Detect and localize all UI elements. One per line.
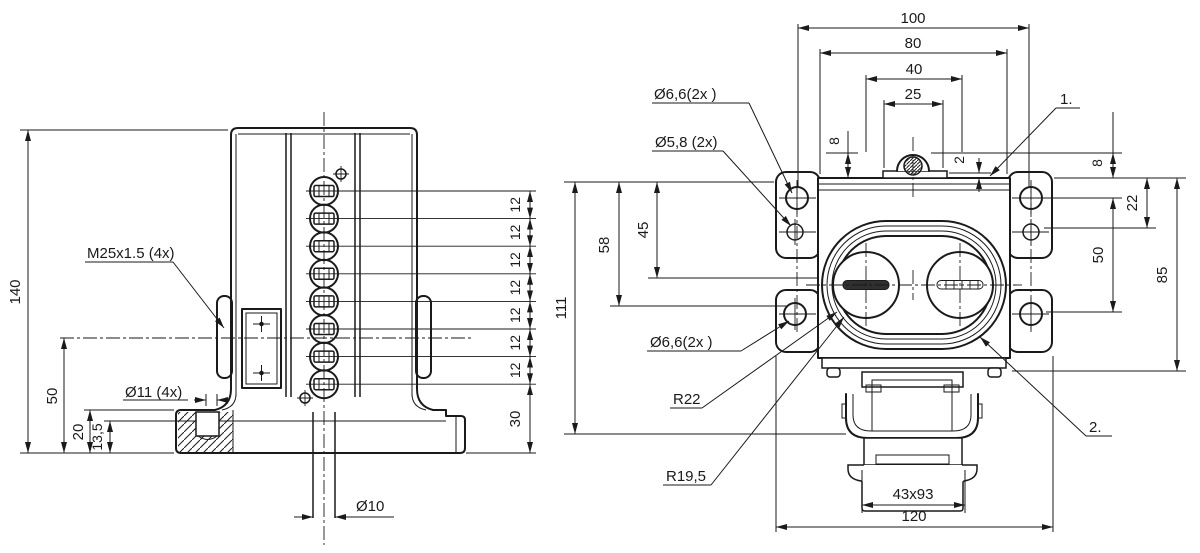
- label-d11: Ø11 (4x): [125, 384, 182, 401]
- right-view-centerlines: [779, 137, 1049, 332]
- bottom-plate: [821, 357, 1007, 369]
- dim-12-label: 12: [507, 280, 523, 296]
- dim-111-label: 111: [553, 297, 570, 320]
- flange-lobe-top-right: [1007, 171, 1053, 259]
- oval-contour-outer: [821, 220, 1007, 350]
- dim-12-label: 12: [507, 307, 523, 323]
- dim-12-label: 12: [507, 362, 523, 378]
- label-r195: R19,5: [666, 468, 706, 485]
- label-d66-top: Ø6,6(2x ): [654, 86, 717, 103]
- position-mark-top: [333, 166, 349, 182]
- dim-d10-label: Ø10: [356, 498, 384, 515]
- dim-12-label: 12: [507, 335, 523, 351]
- dim-45-label: 45: [635, 222, 652, 239]
- dim-85-label: 85: [1154, 267, 1171, 284]
- right-view-dimensions: 100 80 40 25 8 2 8: [553, 10, 1186, 532]
- terminal-screw: [306, 176, 536, 206]
- right-view: 100 80 40 25 8 2 8: [553, 10, 1186, 532]
- foot-left: [826, 367, 841, 378]
- fillet: [411, 393, 427, 411]
- left-view: 140 50 20 13,5 12 12 12 12 12 12 12: [7, 112, 536, 545]
- dim-13-5-label: 13,5: [89, 423, 105, 450]
- terminal-screw: [306, 258, 536, 289]
- dim-80-label: 80: [905, 35, 922, 52]
- position-mark-bottom: [297, 390, 313, 406]
- top-dome: [882, 154, 948, 179]
- foot-right: [987, 367, 1002, 378]
- terminal-screw: [306, 203, 536, 234]
- left-view-dimensions: 140 50 20 13,5 12 12 12 12 12 12 12: [7, 129, 536, 520]
- dim-2-label: 2: [951, 156, 967, 164]
- dim-58-label: 58: [596, 237, 613, 254]
- dim-50-label: 50: [44, 388, 61, 405]
- fillet: [221, 393, 237, 411]
- dim-30-label: 30: [507, 411, 524, 428]
- gland-boss-right: [415, 295, 432, 379]
- dim-20-label: 20: [70, 424, 87, 441]
- dim-12-label: 12: [507, 224, 523, 240]
- dim-100-label: 100: [900, 10, 925, 27]
- left-view-body-outline: [175, 127, 466, 454]
- label-d58: Ø5,8 (2x): [655, 134, 718, 151]
- dim-25-label: 25: [905, 86, 922, 103]
- dim-8-left-label: 8: [826, 137, 842, 145]
- right-view-leaders: Ø6,6(2x ) Ø5,8 (2x) Ø6,6(2x ) R22 R19,5 …: [647, 86, 1112, 486]
- dim-8-right-label: 8: [1089, 159, 1105, 167]
- callout-2-label: 2.: [1089, 419, 1102, 436]
- dim-12-label: 12: [507, 197, 523, 213]
- lower-assembly: [841, 371, 983, 512]
- dim-12-label: 12: [507, 252, 523, 268]
- dim-50-right-label: 50: [1090, 247, 1107, 264]
- callout-1-label: 1.: [1060, 91, 1073, 108]
- hole-arc: [197, 435, 218, 440]
- dim-120-label: 120: [901, 508, 926, 525]
- mounting-hole-notch: [195, 411, 220, 437]
- dim-140-label: 140: [7, 279, 24, 304]
- dim-43x93-label: 43x93: [893, 486, 934, 503]
- plate-mark-bottom: [253, 365, 270, 381]
- label-r22: R22: [673, 391, 701, 408]
- label-d66-bottom: Ø6,6(2x ): [650, 334, 713, 351]
- side-plate-inner: [245, 312, 278, 385]
- terminal-screw: [306, 231, 536, 262]
- label-m25: M25x1.5 (4x): [87, 245, 175, 262]
- dim-40-label: 40: [906, 61, 923, 78]
- rod-outline: [312, 412, 336, 518]
- plate-mark-top: [253, 316, 270, 332]
- gland-boss-left: [216, 295, 233, 379]
- dim-22-label: 22: [1124, 195, 1141, 212]
